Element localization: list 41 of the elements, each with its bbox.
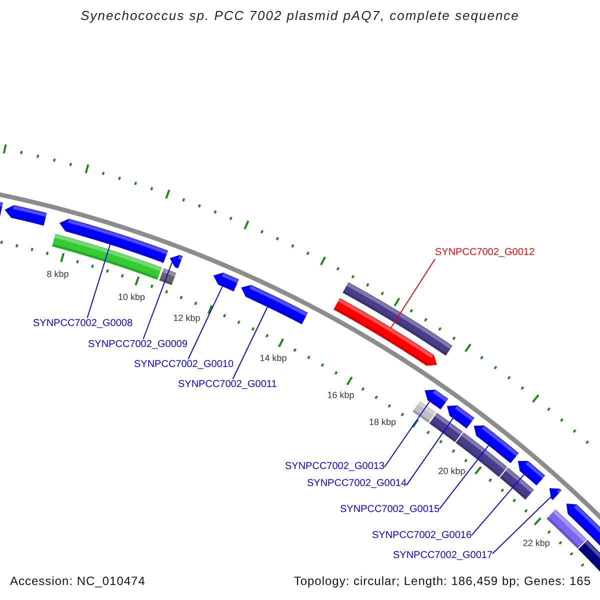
gene-bar (474, 425, 519, 464)
tick-label: 18 kbp (368, 416, 396, 427)
gene-label: SYNPCC7002_G0011 (178, 379, 277, 391)
gene-label: SYNPCC7002_G0010 (134, 359, 234, 371)
gene-label: SYNPCC7002_G0015 (340, 504, 440, 516)
leader-line (439, 444, 490, 510)
gene-label: SYNPCC7002_G0017 (393, 550, 493, 562)
leader-line (142, 262, 173, 340)
tick-label: 16 kbp (327, 390, 354, 400)
gene-bar (518, 460, 546, 486)
leader-line (86, 244, 111, 318)
gene-label: SYNPCC7002_G0008 (33, 318, 133, 330)
leader-line (492, 496, 552, 554)
gene-label: SYNPCC7002_G0016 (372, 530, 472, 542)
leader-line (384, 401, 430, 468)
tick-label: 8 kbp (46, 268, 69, 279)
gene-bar (334, 298, 437, 366)
leader-line (471, 474, 524, 536)
leader-line (390, 258, 436, 328)
map-title: Synechococcus sp. PCC 7002 plasmid pAQ7, complete sequence (80, 8, 520, 24)
gene-bar (241, 284, 308, 324)
gene-bar (424, 390, 448, 410)
leader-line (188, 286, 223, 360)
gene-bar (549, 488, 562, 500)
tick-label: 14 kbp (260, 352, 287, 363)
gene-label: SYNPCC7002_G0014 (307, 478, 407, 490)
summary-text: Topology: circular; Length: 186,459 bp; Genes: 165 (294, 574, 591, 588)
leader-line (406, 418, 454, 486)
accession-text: Accession: NC_010474 (10, 574, 146, 588)
leader-line (232, 306, 268, 380)
tick-label: 22 kbp (522, 538, 550, 548)
gene-label: SYNPCC7002_G0009 (88, 339, 188, 351)
tick-label: 12 kbp (173, 313, 200, 324)
gene-bar (446, 405, 474, 428)
gene-bar (59, 218, 168, 263)
gene-bar (170, 254, 183, 268)
gene-bar (213, 272, 239, 292)
gene-label: SYNPCC7002_G0012 (435, 247, 535, 259)
tick-label: 20 kbp (438, 466, 466, 476)
gene-label: SYNPCC7002_G0013 (285, 461, 385, 473)
tick-label: 10 kbp (118, 292, 146, 302)
